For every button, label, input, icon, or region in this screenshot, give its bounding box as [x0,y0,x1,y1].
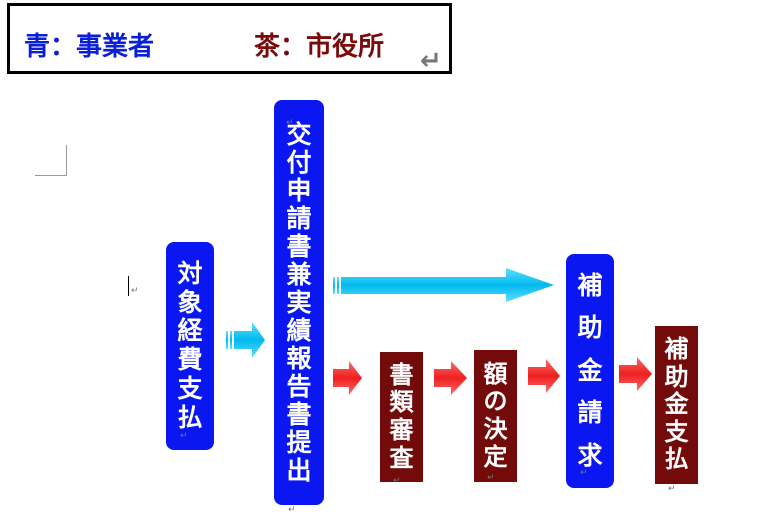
legend-blue-label: 青：事業者 [24,32,155,62]
arrow-step2-to-step5 [333,268,554,302]
step-box-expense-payment: 対象経費支払 [166,242,214,450]
paragraph-mark-icon: ↵ [131,286,139,296]
paragraph-mark-icon: ↵ [580,468,588,478]
arrow-step2-to-step3 [333,361,362,395]
step-box-subsidy-payment: 補助金支払 [655,326,698,484]
paragraph-mark-icon: ↵ [487,473,495,483]
arrow-step3-to-step4 [434,361,467,395]
paragraph-mark-icon: ↵ [393,476,401,486]
legend-box: 青：事業者 茶：市役所 ↵ [7,3,452,76]
arrow-step4-to-step5 [528,359,560,393]
step-box-application-submission: 交付申請書兼実績報告書提出 [274,100,324,505]
text-cursor [128,276,129,296]
paragraph-mark-icon: ↵ [286,118,294,128]
step-label: 補助金請求 [577,270,603,470]
step-label: 書類審査 [389,360,414,472]
paragraph-mark-icon: ↵ [180,431,188,441]
step-box-document-review: 書類審査 [380,352,423,482]
step-label: 対象経費支払 [177,258,203,432]
step-box-amount-decision: 額の決定 [474,350,517,482]
step-label: 交付申請書兼実績報告書提出 [286,119,312,485]
arrow-step5-to-step6 [619,357,652,391]
step-label: 額の決定 [483,359,508,471]
arrow-step1-to-step2 [226,322,265,358]
paragraph-mark-icon: ↵ [668,484,676,494]
paragraph-mark-icon: ↵ [288,505,296,515]
margin-corner-marker [35,145,67,176]
step-box-subsidy-request: 補助金請求 [566,254,614,488]
paragraph-mark-icon: ↵ [420,46,442,76]
step-label: 補助金支払 [664,335,689,474]
legend-brown-label: 茶：市役所 [254,32,385,62]
